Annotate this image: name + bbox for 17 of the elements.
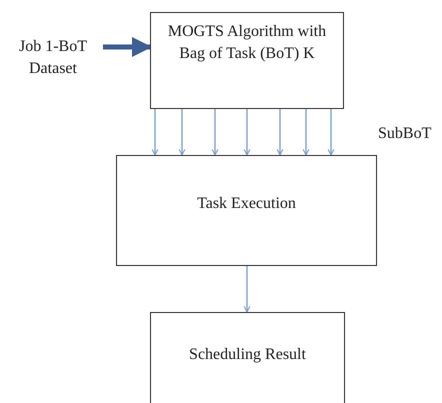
arrow: [244, 109, 250, 156]
box-label: Scheduling Result: [189, 345, 306, 365]
arrow: [328, 109, 334, 156]
process-box: [116, 155, 377, 266]
process-box: [150, 12, 344, 109]
arrow: [212, 109, 218, 156]
box-label: Task Execution: [197, 194, 296, 214]
arrow: [152, 109, 158, 156]
input-label: Job 1-BoT Dataset: [18, 37, 88, 79]
arrow: [276, 109, 284, 156]
process-box: [150, 312, 345, 403]
arrow: [302, 109, 310, 156]
box-label: MOGTS Algorithm with Bag of Task (BoT) K: [166, 22, 328, 64]
arrow: [178, 109, 186, 156]
arrow: [103, 37, 152, 57]
arrow: [244, 266, 250, 313]
edge-group-label: SubBoT: [378, 124, 432, 144]
